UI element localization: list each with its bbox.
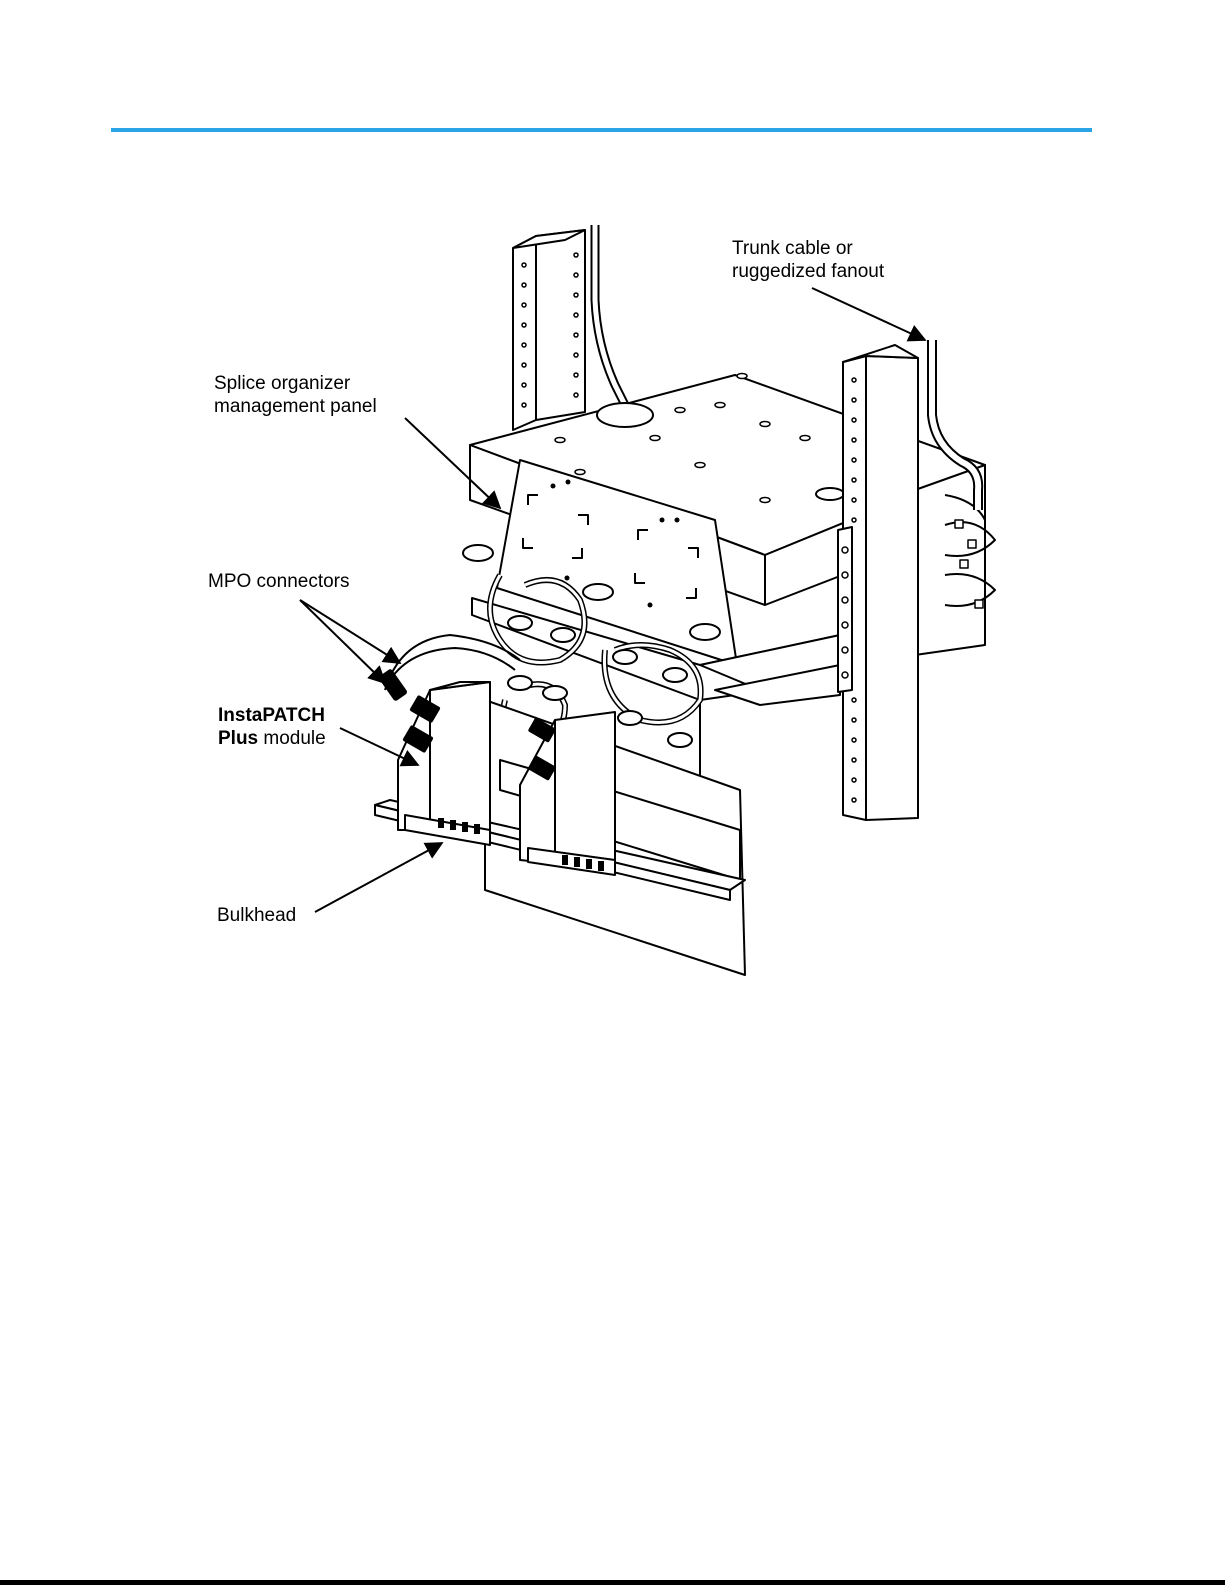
label-splice-organizer: Splice organizer management panel: [214, 372, 377, 418]
label-trunk-cable: Trunk cable or ruggedized fanout: [732, 237, 884, 283]
trunk-arrow: [812, 288, 925, 340]
label-mpo-connectors: MPO connectors: [208, 570, 350, 593]
mpo-arrow-2: [300, 600, 400, 663]
rack-rail-front: [838, 345, 918, 820]
mpo-plug-left: [378, 668, 441, 753]
footer-rule: [0, 1580, 1225, 1585]
label-instapatch-module: InstaPATCH Plus module: [218, 704, 326, 750]
label-splice-line1: Splice organizer: [214, 372, 377, 395]
label-module-bold1: InstaPATCH: [218, 705, 325, 726]
label-bulkhead: Bulkhead: [217, 904, 296, 927]
label-module-rest: module: [258, 728, 326, 749]
label-module-bold2: Plus: [218, 728, 258, 749]
label-trunk-line1: Trunk cable or: [732, 237, 884, 260]
bulkhead-arrow: [315, 843, 442, 912]
mpo-arrow-1: [300, 600, 385, 683]
label-trunk-line2: ruggedized fanout: [732, 260, 884, 283]
label-splice-line2: management panel: [214, 395, 377, 418]
rack-rail-back: [513, 230, 585, 430]
